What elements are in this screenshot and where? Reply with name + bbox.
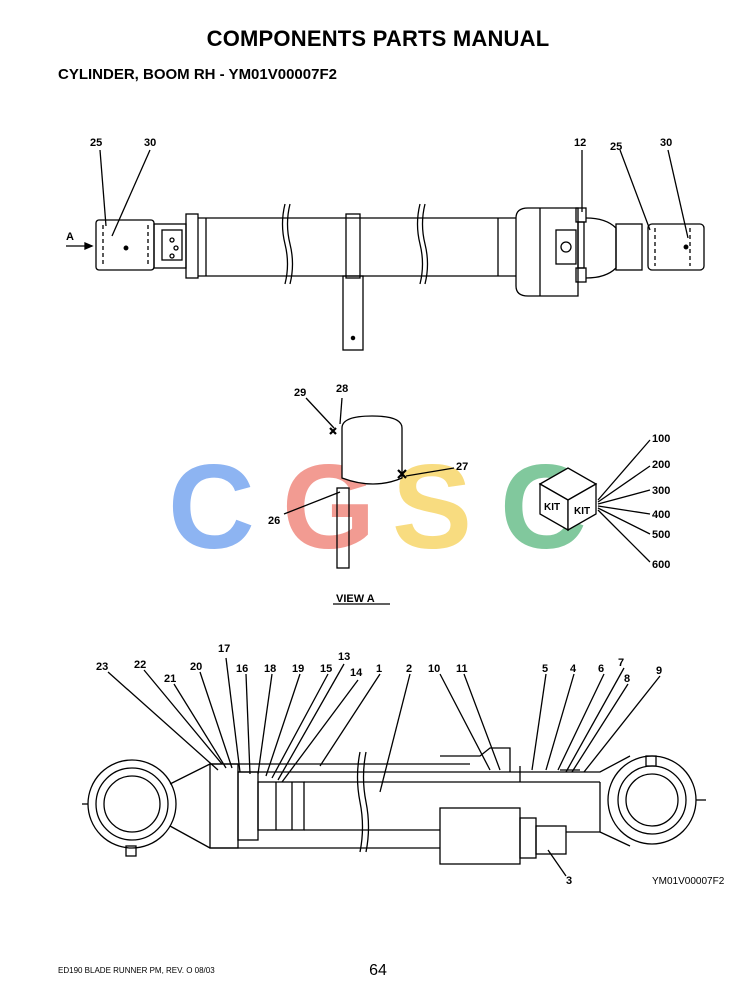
label-2: 2	[406, 663, 412, 675]
view-a-caption: VIEW A	[336, 593, 375, 605]
kit-number-300: 300	[652, 485, 670, 497]
label-6: 6	[598, 663, 604, 675]
watermark-letter-c1: C	[168, 440, 255, 574]
top-view-labels: 25 30 12 25 30 A	[66, 137, 672, 243]
label-16: 16	[236, 663, 248, 675]
watermark-letter-s: S	[392, 440, 472, 574]
label-13: 13	[338, 651, 350, 663]
label-21: 21	[164, 673, 176, 685]
page-subtitle: CYLINDER, BOOM RH - YM01V00007F2	[58, 66, 337, 83]
section-view-labels: 17 13 23 22 20 16 18 19 15 14 1 2 10 11 …	[96, 643, 725, 887]
drawing-code: YM01V00007F2	[652, 876, 725, 887]
kit-labels: KIT KIT 100 200 300 400 500 600	[544, 433, 670, 571]
label-25-right: 25	[610, 141, 622, 153]
page-title: COMPONENTS PARTS MANUAL	[206, 26, 550, 51]
label-7: 7	[618, 657, 624, 669]
kit-number-100: 100	[652, 433, 670, 445]
kit-box	[538, 439, 651, 563]
label-22: 22	[134, 659, 146, 671]
label-11: 11	[456, 663, 468, 675]
label-4: 4	[570, 663, 577, 675]
label-5: 5	[542, 663, 548, 675]
label-28: 28	[336, 383, 348, 395]
view-a	[283, 397, 455, 605]
label-25-left: 25	[90, 137, 102, 149]
kit-number-200: 200	[652, 459, 670, 471]
label-14: 14	[350, 667, 363, 679]
label-26: 26	[268, 515, 280, 527]
label-30-left: 30	[144, 137, 156, 149]
section-view	[82, 657, 706, 877]
label-9: 9	[656, 665, 662, 677]
label-20: 20	[190, 661, 202, 673]
label-17: 17	[218, 643, 230, 655]
view-a-labels: 29 28 27 26 VIEW A	[268, 383, 468, 605]
label-30-right: 30	[660, 137, 672, 149]
label-8: 8	[624, 673, 630, 685]
label-1: 1	[376, 663, 382, 675]
label-19: 19	[292, 663, 304, 675]
label-10: 10	[428, 663, 440, 675]
kit-number-500: 500	[652, 529, 670, 541]
page-number: 64	[369, 962, 387, 979]
label-29: 29	[294, 387, 306, 399]
kit-number-600: 600	[652, 559, 670, 571]
footer-revision: ED190 BLADE RUNNER PM, REV. O 08/03	[58, 966, 215, 975]
label-18: 18	[264, 663, 276, 675]
watermark: C G S C	[168, 440, 587, 574]
top-view	[66, 149, 705, 351]
kit-text-left: KIT	[544, 502, 560, 513]
kit-number-400: 400	[652, 509, 670, 521]
arrow-a-label: A	[66, 231, 74, 243]
label-3: 3	[566, 875, 572, 887]
label-12: 12	[574, 137, 586, 149]
label-23: 23	[96, 661, 108, 673]
kit-text-right: KIT	[574, 506, 590, 517]
label-27: 27	[456, 461, 468, 473]
label-15: 15	[320, 663, 332, 675]
